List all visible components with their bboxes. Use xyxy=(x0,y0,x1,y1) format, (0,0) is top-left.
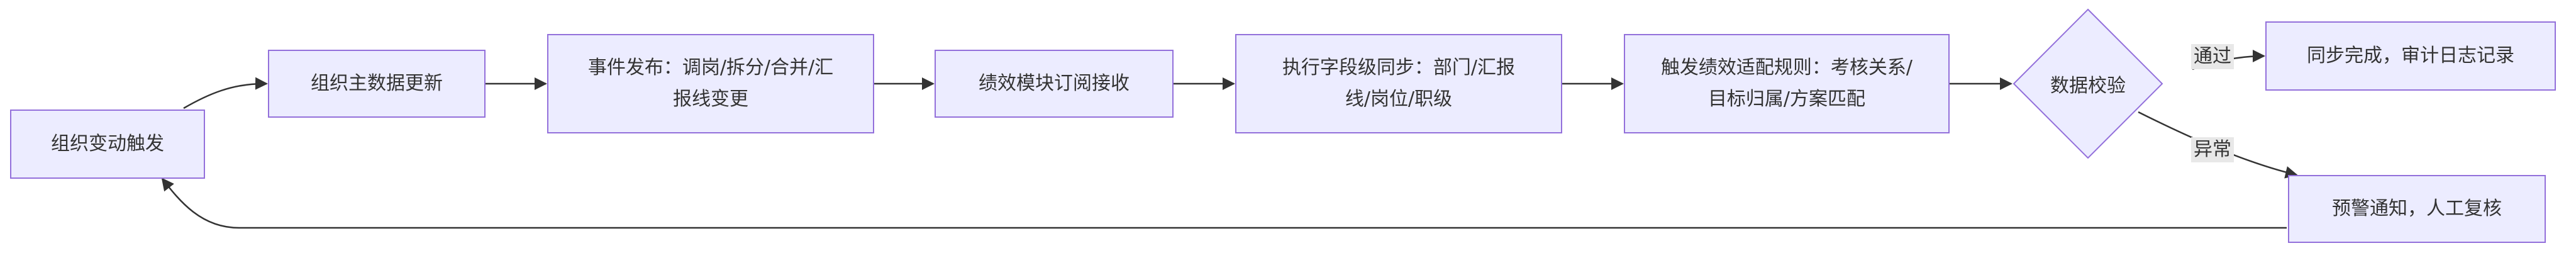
node-adapt-rules: 触发绩效适配规则：考核关系/目标归属/方案匹配 xyxy=(1624,34,1950,133)
node-label: 事件发布：调岗/拆分/合并/汇报线变更 xyxy=(587,57,834,110)
diamond-shape xyxy=(2012,8,2163,159)
node-label: 执行字段级同步：部门/汇报线/岗位/职级 xyxy=(1282,57,1516,110)
edge-trigger-to-master xyxy=(183,77,268,110)
node-label: 预警通知，人工复核 xyxy=(2332,198,2502,220)
node-label: 组织主数据更新 xyxy=(311,72,443,94)
node-label: 数据校验 xyxy=(2050,75,2126,97)
node-perf-subscribe: 绩效模块订阅接收 xyxy=(935,50,1174,118)
edge-label-error: 异常 xyxy=(2191,137,2234,162)
node-label: 绩效模块订阅接收 xyxy=(979,72,1130,94)
node-sync-complete: 同步完成，审计日志记录 xyxy=(2265,21,2556,91)
node-label: 同步完成，审计日志记录 xyxy=(2307,45,2514,67)
edge-label-pass: 通过 xyxy=(2191,44,2234,69)
edge-alert-to-trigger xyxy=(161,177,2287,229)
node-label: 触发绩效适配规则：考核关系/目标归属/方案匹配 xyxy=(1660,57,1913,110)
node-alert-review: 预警通知，人工复核 xyxy=(2288,175,2546,243)
node-data-validation: 数据校验 xyxy=(2012,8,2163,159)
node-org-change-trigger: 组织变动触发 xyxy=(10,110,205,179)
node-field-sync: 执行字段级同步：部门/汇报线/岗位/职级 xyxy=(1235,34,1562,133)
node-master-data-update: 组织主数据更新 xyxy=(268,50,486,118)
node-label: 组织变动触发 xyxy=(51,133,164,155)
node-event-publish: 事件发布：调岗/拆分/合并/汇报线变更 xyxy=(547,34,874,133)
